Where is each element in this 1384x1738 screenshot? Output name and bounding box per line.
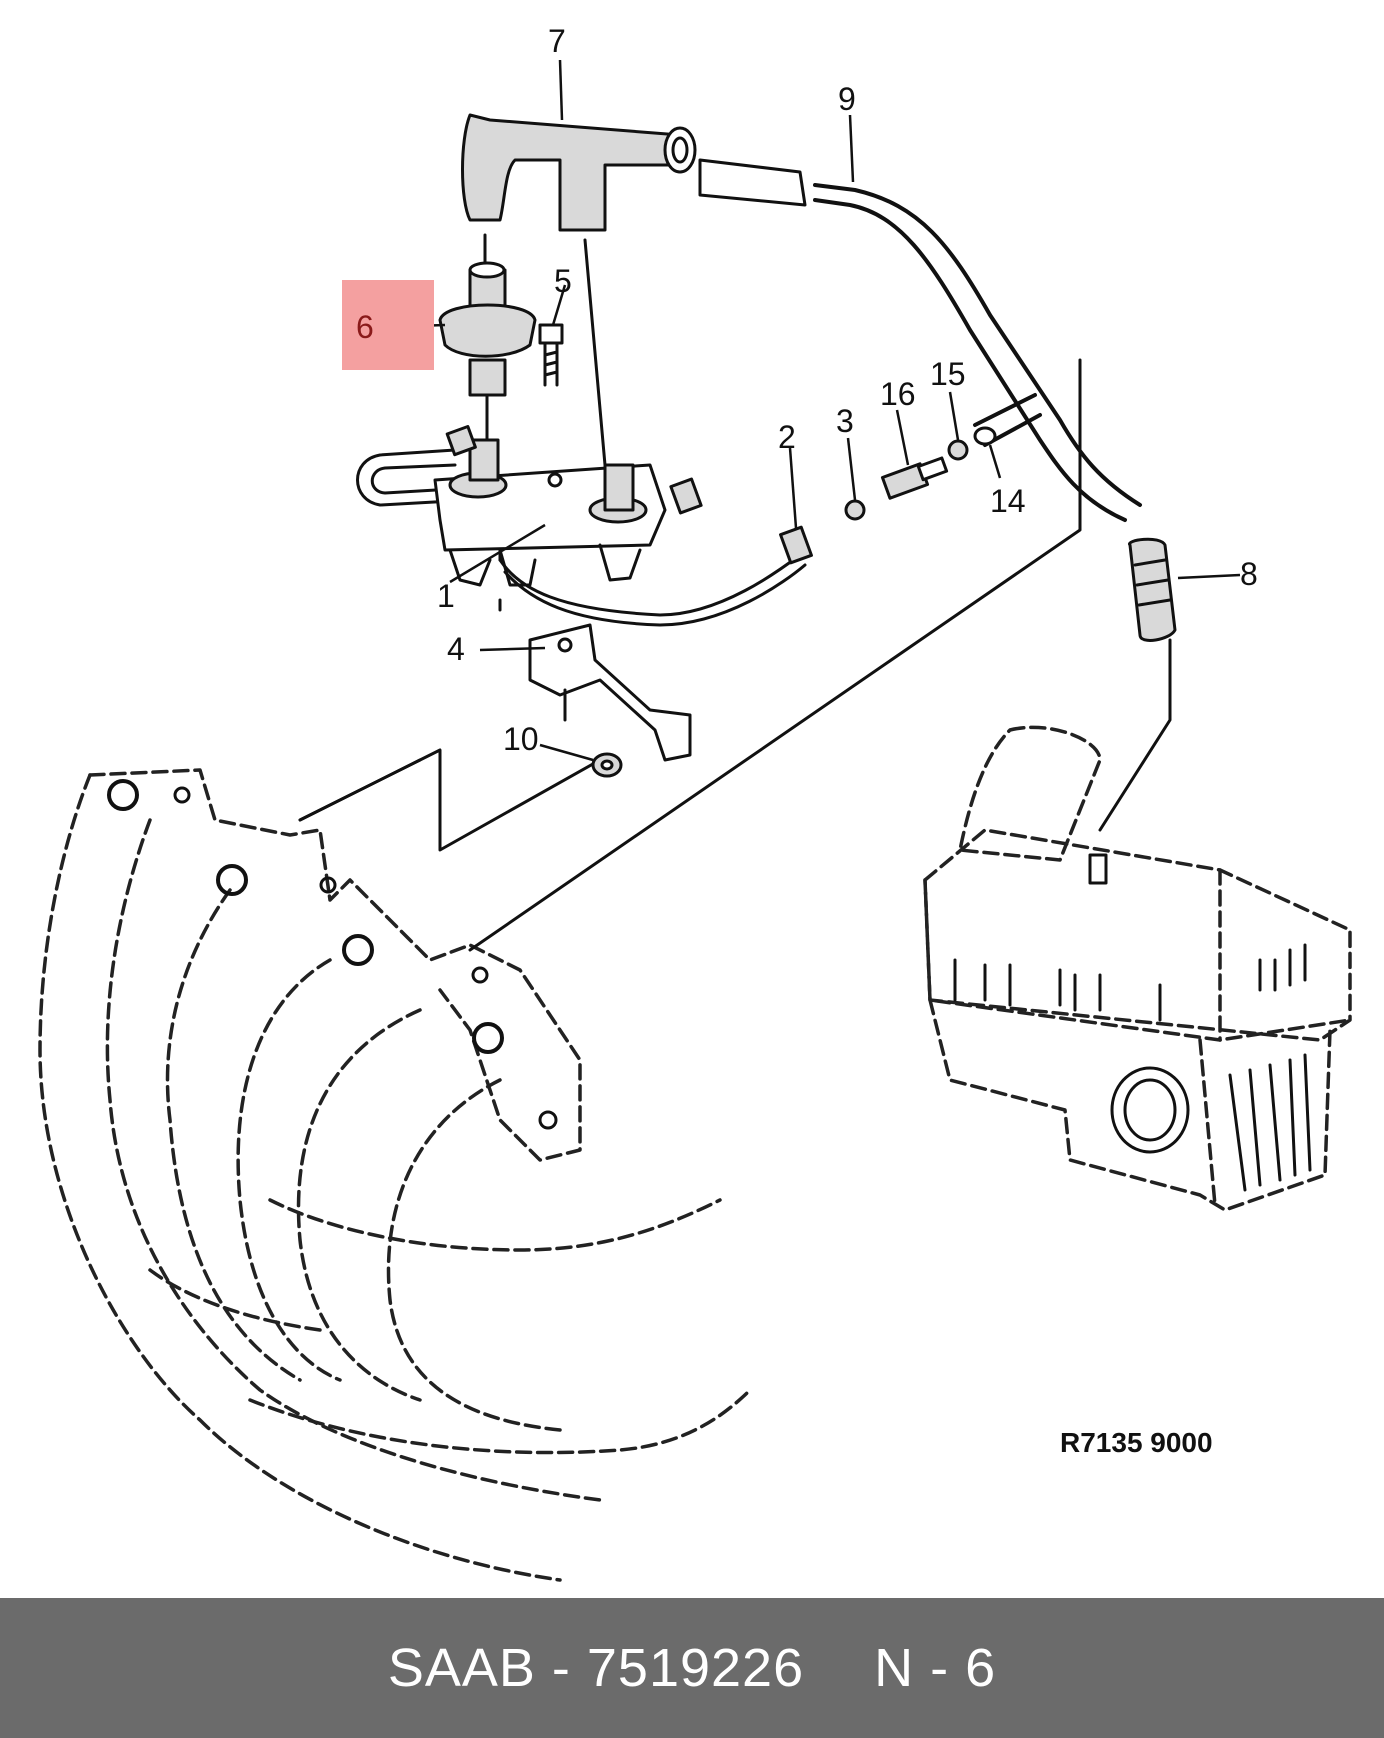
- callout-16: 16: [880, 376, 916, 412]
- exhaust-manifold: [38, 768, 752, 1582]
- washer-part-10: [591, 752, 623, 778]
- highlight-box-part-6: [342, 280, 434, 370]
- valve-part-6: [438, 261, 537, 442]
- drawing-code: R7135 9000: [1060, 1427, 1213, 1458]
- footer-bar: SAAB - 7519226 N - 6: [0, 1598, 1384, 1738]
- callout-1: 1: [437, 578, 455, 614]
- callout-10: 10: [503, 721, 539, 757]
- hose-part-8: [1128, 537, 1177, 642]
- bolt-part-5: [538, 323, 564, 387]
- callout-5: 5: [554, 263, 572, 299]
- leader-lines: [384, 59, 1241, 762]
- callout-9: 9: [838, 81, 856, 117]
- callout-8: 8: [1240, 556, 1258, 592]
- callout-3: 3: [836, 403, 854, 439]
- diagram-position-text: N - 6: [874, 1638, 997, 1698]
- callout-2: 2: [778, 419, 796, 455]
- fittings-parts-2-3-16-15: [844, 426, 997, 521]
- mounting-bracket-part-4: [528, 623, 692, 762]
- air-cleaner: [923, 725, 1352, 1212]
- y-hose-part-7: [461, 113, 807, 467]
- callout-7: 7: [548, 23, 566, 59]
- callout-4: 4: [447, 631, 465, 667]
- callout-14: 14: [990, 483, 1026, 519]
- bracket-part-1: [433, 424, 813, 587]
- callout-labels: 7 9 5 6 1 2 3 16 15 14 8 4 10 R7135 9000: [356, 23, 1258, 1458]
- part-number-text: SAAB - 7519226: [387, 1638, 805, 1698]
- callout-15: 15: [930, 356, 966, 392]
- callout-6: 6: [356, 309, 374, 345]
- exploded-parts-diagram: 7 9 5 6 1 2 3 16 15 14 8 4 10 R7135 9000: [38, 23, 1352, 1582]
